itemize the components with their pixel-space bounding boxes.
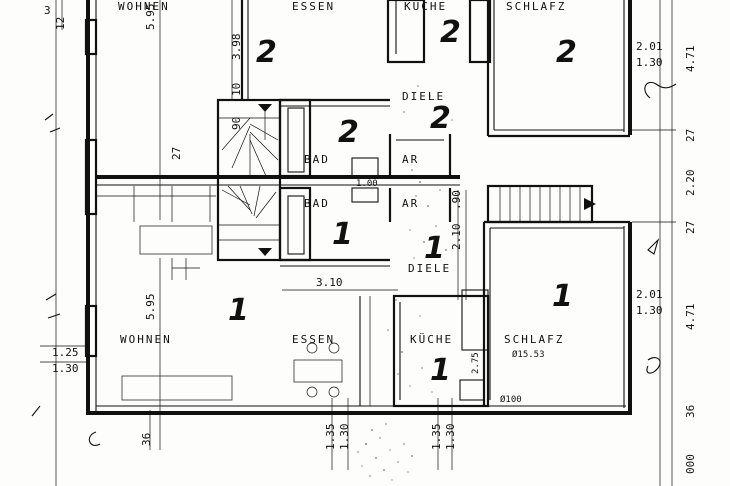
room-label-schlafz-lower: SCHLAFZ xyxy=(504,333,564,346)
dim-label: 3 xyxy=(44,4,51,17)
dim-label: 2.10 xyxy=(450,224,463,251)
dim-label: Ø100 xyxy=(500,394,522,405)
room-label-kuche-upper: KÜCHE xyxy=(404,0,447,13)
dim-label: 3.10 xyxy=(316,276,343,289)
dim-label: 1.30 xyxy=(636,56,663,69)
dim-label: 27 xyxy=(684,221,697,234)
room-label-diele-upper: DIELE xyxy=(402,90,445,103)
room-label-essen-lower: ESSEN xyxy=(292,333,335,346)
room-label-diele-lower: DIELE xyxy=(408,262,451,275)
dim-label: 2.75 xyxy=(471,352,481,374)
dim-label: 1.25 xyxy=(52,346,79,359)
dim-label: 000 xyxy=(684,454,697,474)
dim-label: 1.35 xyxy=(430,424,443,451)
dim-label: 12 xyxy=(54,17,67,30)
dim-label: 2.01 xyxy=(636,40,663,53)
unit-number: 1 xyxy=(228,293,249,328)
upper-floor-walls xyxy=(96,0,630,186)
dim-label: 90 xyxy=(230,117,243,130)
dim-label: 1.30 xyxy=(444,424,457,451)
room-label-schlafz-upper: SCHLAFZ xyxy=(506,0,566,13)
dimension-labels: 5.95 3.98 10 90 27 2.01 1.30 4.71 27 2.2… xyxy=(44,4,697,475)
dim-label: 36 xyxy=(140,433,153,446)
unit-numbers: 2 2 2 2 2 1 1 1 1 1 xyxy=(228,15,577,388)
room-labels-upper: WOHNEN ESSEN KÜCHE SCHLAFZ DIELE BAD AR xyxy=(118,0,566,166)
lower-floor-walls xyxy=(96,186,630,408)
dim-label: 1.00 xyxy=(356,179,378,189)
dim-label: 4.71 xyxy=(684,304,697,331)
unit-number: 2 xyxy=(556,35,577,70)
unit-number: 1 xyxy=(552,279,573,314)
dim-label: 2.20 xyxy=(684,170,697,197)
exterior-stair xyxy=(486,184,596,224)
dim-label: 5.95 xyxy=(144,294,157,321)
scan-shading xyxy=(357,85,453,481)
room-labels-lower: BAD AR DIELE WOHNEN ESSEN KÜCHE SCHLAFZ xyxy=(120,197,564,346)
dim-label: 1.30 xyxy=(338,424,351,451)
room-label-essen-upper: ESSEN xyxy=(292,0,335,13)
room-label-ar-upper: AR xyxy=(402,153,419,166)
unit-number: 1 xyxy=(332,217,353,252)
dim-label: 10 xyxy=(230,83,243,96)
dim-label: 3.98 xyxy=(230,34,243,61)
dim-label: 1.35 xyxy=(324,424,337,451)
unit-number: 1 xyxy=(424,231,445,266)
unit-number: 2 xyxy=(338,115,359,150)
room-label-ar-lower: AR xyxy=(402,197,419,210)
dim-label: Ø15.53 xyxy=(512,349,545,360)
room-label-kuche-lower: KÜCHE xyxy=(410,333,453,346)
dim-label: 5.95 xyxy=(144,4,157,31)
room-label-wohnen-lower: WOHNEN xyxy=(120,333,172,346)
staircase xyxy=(216,98,282,262)
room-label-wohnen-upper: WOHNEN xyxy=(118,0,170,13)
dim-label: 27 xyxy=(684,129,697,142)
unit-number: 2 xyxy=(430,101,451,136)
dim-label: 27 xyxy=(170,147,183,160)
dimension-lines xyxy=(40,0,676,486)
dim-label: 1.30 xyxy=(52,362,79,375)
dim-label: 2.01 xyxy=(636,288,663,301)
dim-label: 36 xyxy=(684,405,697,418)
margin-marks xyxy=(31,81,677,446)
dim-label: .90 xyxy=(450,190,463,210)
room-label-bad-lower: BAD xyxy=(304,197,330,210)
room-label-bad-upper: BAD xyxy=(304,153,330,166)
unit-number: 2 xyxy=(256,35,277,70)
unit-number: 2 xyxy=(440,15,461,50)
dim-label: 1.30 xyxy=(636,304,663,317)
dim-label: 4.71 xyxy=(684,46,697,73)
exterior-walls xyxy=(84,0,632,415)
unit-number: 1 xyxy=(430,353,451,388)
